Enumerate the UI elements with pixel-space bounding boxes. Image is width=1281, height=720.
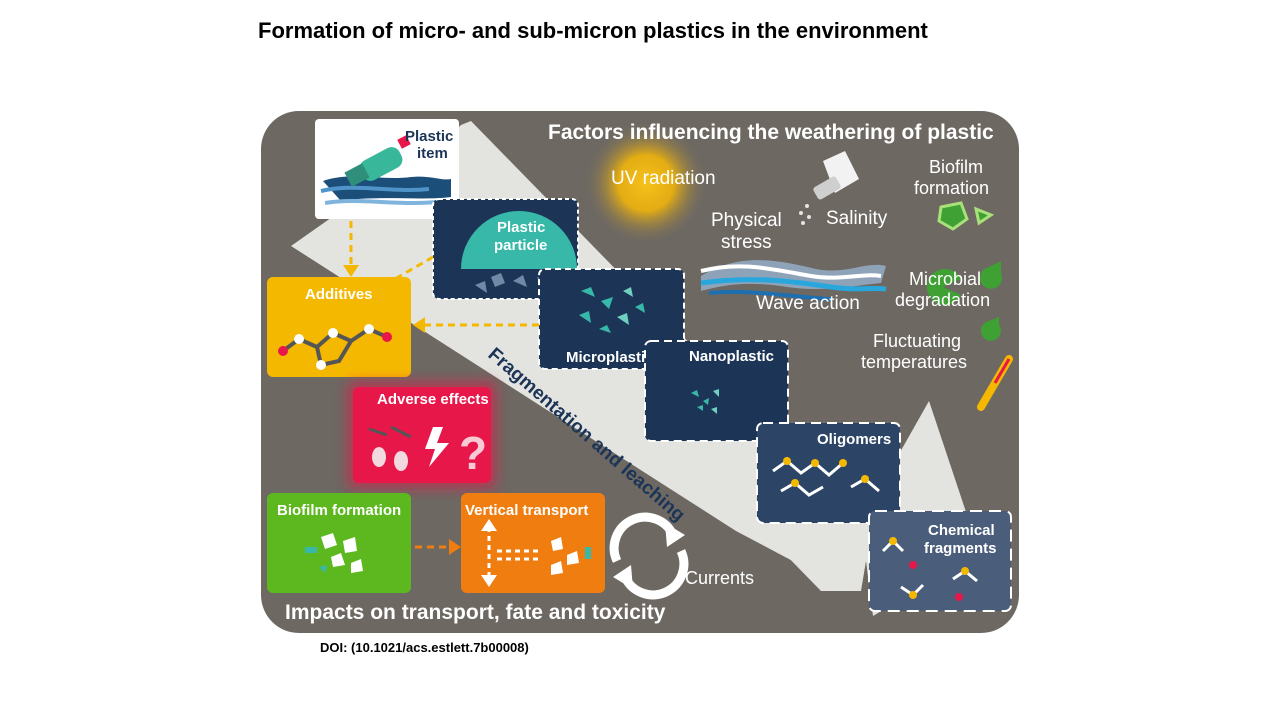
chemical-fragments-label-2: fragments: [924, 540, 997, 557]
physical-stress-label-1: Physical: [711, 210, 782, 231]
plastic-particle-label-1: Plastic: [497, 219, 545, 236]
adverse-effects-card: ?: [353, 387, 491, 483]
thermometer-icon: [977, 355, 1013, 411]
plastic-particle-label-2: particle: [494, 237, 547, 254]
biofilm-formation-label: Biofilm formation: [277, 502, 401, 519]
microbial-degradation-label-1: Microbial: [909, 269, 981, 289]
biofilm-formation-card: [267, 493, 411, 593]
currents-icon: [609, 512, 689, 600]
impacts-footer: Impacts on transport, fate and toxicity: [285, 601, 666, 624]
fluctuating-temperatures-label-1: Fluctuating: [873, 331, 961, 351]
uv-radiation-label: UV radiation: [611, 168, 716, 189]
svg-text:?: ?: [459, 427, 487, 479]
weathering-diagram: UV radiation Factors influencing the wea…: [261, 111, 1019, 633]
chemical-fragments-card: [868, 510, 1012, 612]
fluctuating-temperatures-label-2: temperatures: [861, 352, 967, 372]
biofilm-cells-icon: [937, 201, 995, 231]
physical-stress-label-2: stress: [721, 232, 772, 253]
vertical-transport-card: [461, 493, 605, 593]
oligomers-label: Oligomers: [817, 431, 891, 448]
currents-label: Currents: [685, 568, 754, 588]
oligomers-card: [756, 422, 901, 524]
doi-citation: DOI: (10.1021/acs.estlett.7b00008): [320, 640, 529, 655]
nanoplastic-label: Nanoplastic: [689, 348, 774, 365]
chemical-fragments-label-1: Chemical: [928, 522, 995, 539]
wave-action-label: Wave action: [756, 293, 860, 314]
slide-title: Formation of micro- and sub-micron plast…: [258, 18, 928, 43]
salt-shaker-icon: [799, 151, 859, 225]
factors-header: Factors influencing the weathering of pl…: [548, 121, 994, 144]
additives-card: [267, 277, 411, 377]
additives-label: Additives: [305, 286, 373, 303]
biofilm-factor-label-2: formation: [914, 178, 989, 198]
plastic-bottle-icon: [344, 135, 411, 187]
leaching-arrows: [343, 221, 539, 333]
plastic-item-label-1: Plastic: [405, 128, 453, 145]
biofilm-to-vertical-arrow: [415, 539, 461, 555]
wave-icon: [700, 260, 887, 301]
microbe-pacman-icon: [926, 261, 1003, 341]
adverse-effects-label: Adverse effects: [377, 391, 489, 408]
plastic-item-card: [315, 119, 459, 219]
microbial-degradation-label-2: degradation: [895, 290, 990, 310]
biofilm-factor-label-1: Biofilm: [929, 157, 983, 177]
salinity-label: Salinity: [826, 208, 888, 229]
nanoplastic-card: [644, 340, 789, 442]
sun-icon: [584, 121, 708, 245]
vertical-transport-label: Vertical transport: [465, 502, 588, 519]
microplastic-label: Microplastic: [566, 349, 654, 366]
plastic-item-label-2: item: [417, 145, 448, 162]
